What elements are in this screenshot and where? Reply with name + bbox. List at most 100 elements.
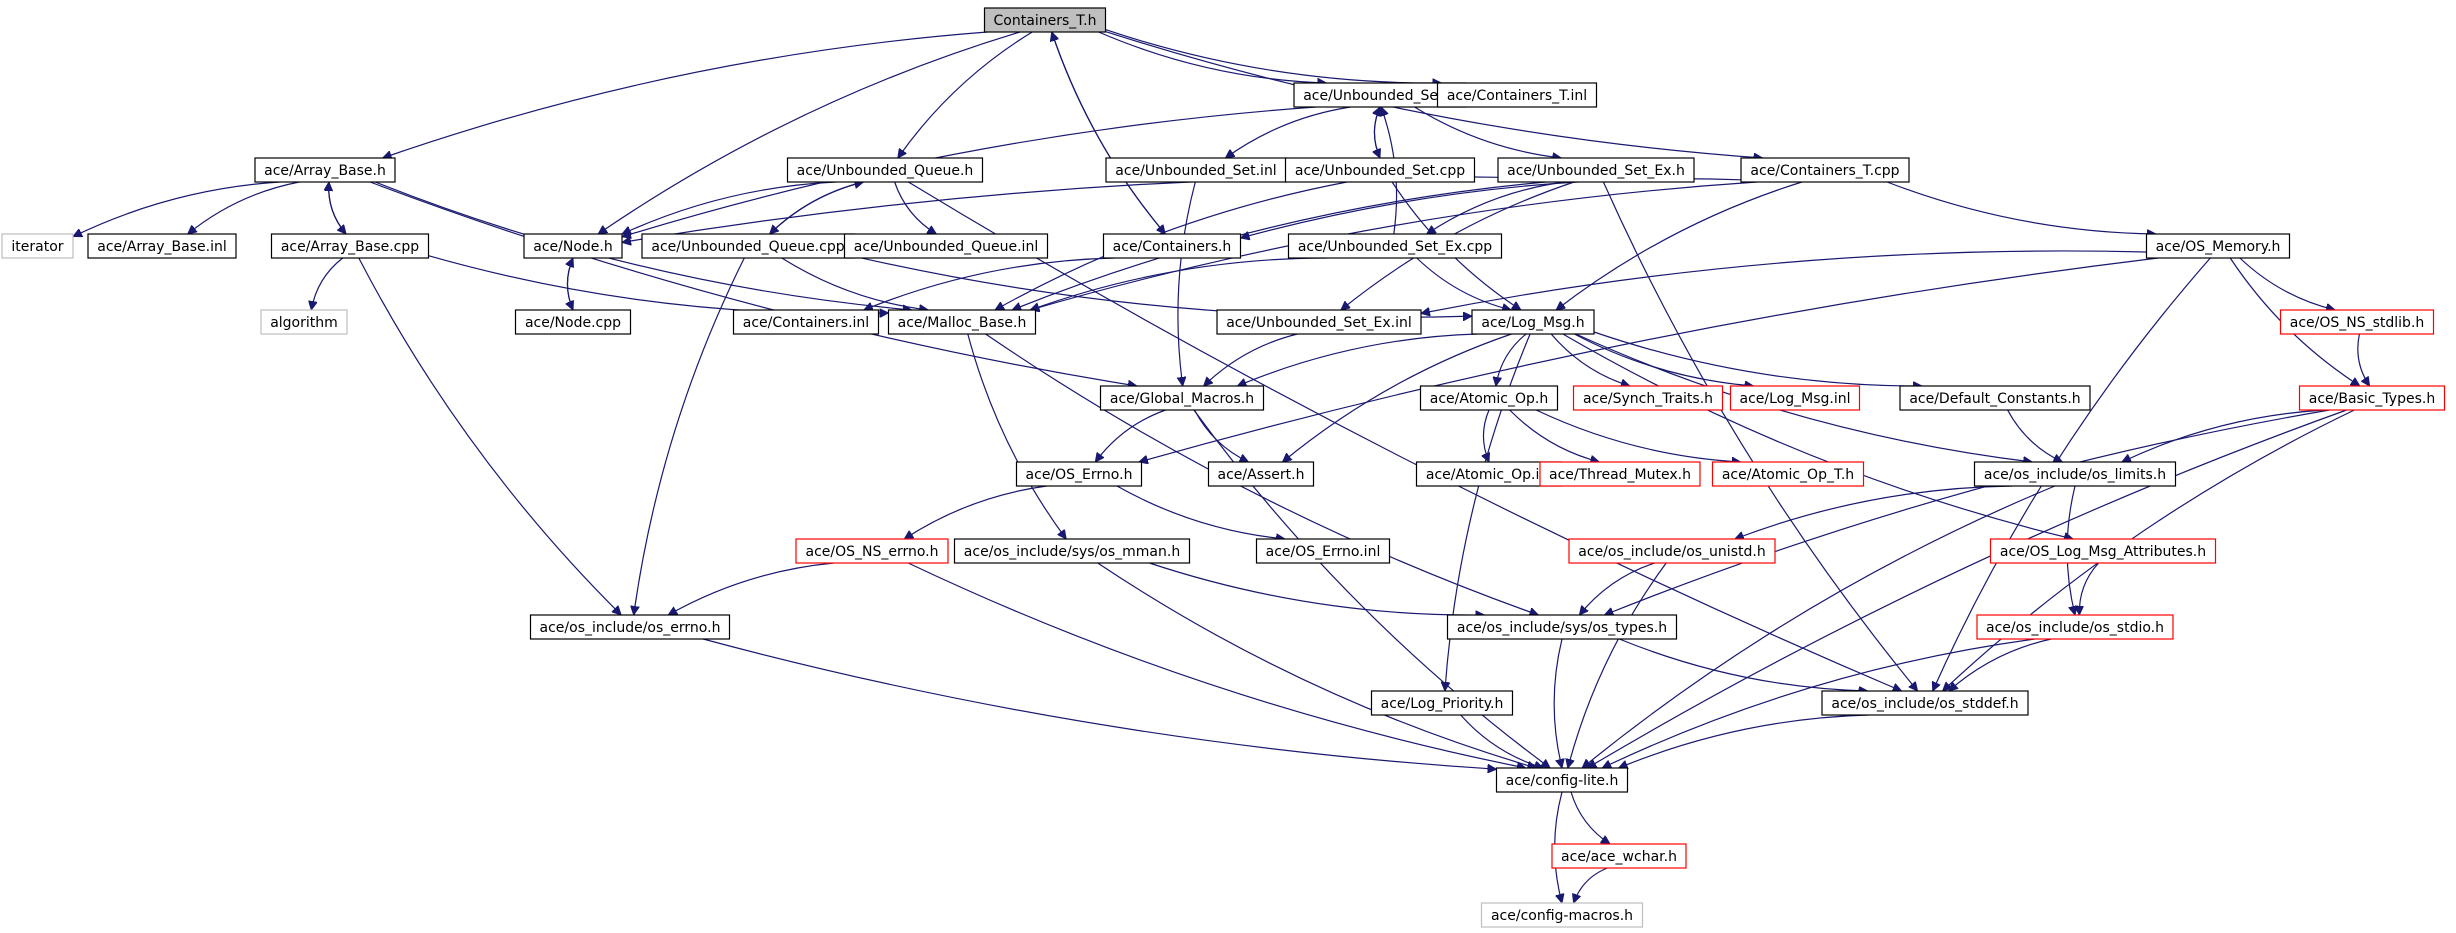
node-containers_inl[interactable]: ace/Containers.inl bbox=[732, 309, 880, 335]
node-os_include_os_stdio_h[interactable]: ace/os_include/os_stdio.h bbox=[1976, 614, 2174, 640]
node-label: ace/OS_Errno.h bbox=[1026, 467, 1133, 483]
node-atomic_op_inl[interactable]: ace/Atomic_Op.inl bbox=[1415, 461, 1563, 487]
node-iterator: iterator bbox=[1, 233, 74, 259]
node-os_log_msg_attributes_h[interactable]: ace/OS_Log_Msg_Attributes.h bbox=[1989, 538, 2217, 564]
node-os_include_os_stddef_h[interactable]: ace/os_include/os_stddef.h bbox=[1821, 690, 2029, 716]
node-box bbox=[1102, 233, 1242, 259]
node-label: ace/OS_Memory.h bbox=[2156, 239, 2281, 255]
node-atomic_op_h[interactable]: ace/Atomic_Op.h bbox=[1419, 385, 1559, 411]
node-box bbox=[1572, 385, 1724, 411]
node-thread_mutex_h[interactable]: ace/Thread_Mutex.h bbox=[1539, 461, 1701, 487]
node-containers_t_h[interactable]: Containers_T.h bbox=[983, 7, 1107, 33]
node-os_errno_inl[interactable]: ace/OS_Errno.inl bbox=[1255, 538, 1391, 564]
node-unbounded_set_inl[interactable]: ace/Unbounded_Set.inl bbox=[1105, 157, 1287, 183]
node-label: ace/os_include/sys/os_types.h bbox=[1457, 620, 1667, 636]
node-containers_t_inl[interactable]: ace/Containers_T.inl bbox=[1436, 82, 1598, 108]
node-log_priority_h[interactable]: ace/Log_Priority.h bbox=[1370, 690, 1514, 716]
node-box bbox=[732, 309, 880, 335]
node-os_ns_errno_h[interactable]: ace/OS_NS_errno.h bbox=[795, 538, 949, 564]
node-basic_types_h[interactable]: ace/Basic_Types.h bbox=[2298, 385, 2446, 411]
edge-os_include_sys_os_types_h-to-os_include_os_stddef_h bbox=[1619, 638, 1867, 691]
node-array_base_inl[interactable]: ace/Array_Base.inl bbox=[87, 233, 237, 259]
edge-containers_t_h-to-containers_h bbox=[1051, 31, 1166, 234]
node-label: ace/Unbounded_Queue.cpp bbox=[651, 239, 844, 255]
node-box bbox=[1989, 538, 2217, 564]
node-box bbox=[843, 233, 1049, 259]
node-box bbox=[1207, 461, 1315, 487]
edge-default_constants_h-to-os_include_os_limits_h bbox=[2007, 409, 2063, 462]
node-global_macros_h[interactable]: ace/Global_Macros.h bbox=[1099, 385, 1265, 411]
edge-unbounded_set_ex_h-to-node_h bbox=[622, 176, 1499, 243]
edge-os_include_os_limits_h-to-os_include_os_unistd_h bbox=[1735, 485, 2013, 539]
edge-log_msg_h-to-atomic_op_h bbox=[1496, 333, 1527, 386]
node-assert_h[interactable]: ace/Assert.h bbox=[1207, 461, 1315, 487]
node-os_errno_h[interactable]: ace/OS_Errno.h bbox=[1015, 461, 1143, 487]
node-os_ns_stdlib_h[interactable]: ace/OS_NS_stdlib.h bbox=[2279, 309, 2435, 335]
edge-containers_t_cpp-to-log_msg_h bbox=[1556, 181, 1803, 310]
node-log_msg_h[interactable]: ace/Log_Msg.h bbox=[1471, 309, 1595, 335]
node-label: ace/Containers.inl bbox=[743, 315, 869, 331]
node-label: ace/Assert.h bbox=[1218, 467, 1305, 483]
node-label: ace/Basic_Types.h bbox=[2309, 391, 2435, 407]
node-label: ace/Unbounded_Set.inl bbox=[1115, 163, 1276, 179]
edge-basic_types_h-to-config_lite_h bbox=[1587, 409, 2347, 769]
edge-log_priority_h-to-config_lite_h bbox=[1460, 714, 1544, 768]
node-os_include_os_unistd_h[interactable]: ace/os_include/os_unistd.h bbox=[1568, 538, 1776, 564]
edge-log_msg_h-to-synch_traits_h bbox=[1550, 333, 1630, 386]
edge-unbounded_set_h-to-node_h bbox=[622, 106, 1316, 237]
node-synch_traits_h[interactable]: ace/Synch_Traits.h bbox=[1572, 385, 1724, 411]
node-label: ace/Node.cpp bbox=[525, 315, 621, 331]
node-box bbox=[1740, 157, 1910, 183]
node-box bbox=[254, 157, 396, 183]
node-box bbox=[1287, 233, 1503, 259]
edge-containers_h-to-containers_t_h bbox=[1052, 32, 1166, 235]
node-unbounded_set_cpp[interactable]: ace/Unbounded_Set.cpp bbox=[1284, 157, 1476, 183]
node-box bbox=[1255, 538, 1391, 564]
node-log_msg_inl[interactable]: ace/Log_Msg.inl bbox=[1729, 385, 1861, 411]
node-unbounded_set_ex_inl[interactable]: ace/Unbounded_Set_Ex.inl bbox=[1216, 309, 1422, 335]
node-label: ace/Node.h bbox=[533, 239, 612, 255]
node-os_memory_h[interactable]: ace/OS_Memory.h bbox=[2145, 233, 2291, 259]
node-label: ace/os_include/os_stddef.h bbox=[1831, 696, 2018, 712]
node-os_include_os_errno_h[interactable]: ace/os_include/os_errno.h bbox=[529, 614, 731, 640]
node-ace_wchar_h[interactable]: ace/ace_wchar.h bbox=[1551, 843, 1687, 869]
edge-unbounded_queue_cpp-to-os_include_os_errno_h bbox=[634, 257, 745, 615]
node-os_include_sys_os_mman_h[interactable]: ace/os_include/sys/os_mman.h bbox=[953, 538, 1191, 564]
node-unbounded_queue_inl[interactable]: ace/Unbounded_Queue.inl bbox=[843, 233, 1049, 259]
edge-os_errno_h-to-os_errno_inl bbox=[1116, 485, 1285, 539]
node-label: ace/Containers.h bbox=[1113, 239, 1232, 255]
node-box bbox=[523, 233, 623, 259]
node-array_base_cpp[interactable]: ace/Array_Base.cpp bbox=[270, 233, 430, 259]
node-box bbox=[953, 538, 1191, 564]
edge-log_msg_h-to-log_msg_inl bbox=[1574, 333, 1753, 386]
node-box bbox=[1436, 82, 1598, 108]
node-default_constants_h[interactable]: ace/Default_Constants.h bbox=[1899, 385, 2091, 411]
node-containers_t_cpp[interactable]: ace/Containers_T.cpp bbox=[1740, 157, 1910, 183]
edge-array_base_cpp-to-array_base_h bbox=[329, 182, 347, 235]
node-atomic_op_t_h[interactable]: ace/Atomic_Op_T.h bbox=[1711, 461, 1865, 487]
node-unbounded_queue_h[interactable]: ace/Unbounded_Queue.h bbox=[786, 157, 984, 183]
node-node_cpp[interactable]: ace/Node.cpp bbox=[514, 309, 632, 335]
node-unbounded_set_ex_h[interactable]: ace/Unbounded_Set_Ex.h bbox=[1497, 157, 1695, 183]
node-malloc_base_h[interactable]: ace/Malloc_Base.h bbox=[887, 309, 1037, 335]
node-label: ace/Array_Base.inl bbox=[97, 239, 227, 255]
edge-os_errno_h-to-os_ns_errno_h bbox=[904, 485, 1047, 539]
node-config_lite_h[interactable]: ace/config-lite.h bbox=[1495, 767, 1629, 793]
node-node_h[interactable]: ace/Node.h bbox=[523, 233, 623, 259]
node-os_include_os_limits_h[interactable]: ace/os_include/os_limits.h bbox=[1973, 461, 2177, 487]
node-box bbox=[2145, 233, 2291, 259]
edges bbox=[73, 29, 2370, 903]
node-unbounded_queue_cpp[interactable]: ace/Unbounded_Queue.cpp bbox=[641, 233, 855, 259]
node-array_base_h[interactable]: ace/Array_Base.h bbox=[254, 157, 396, 183]
node-label: ace/OS_Errno.inl bbox=[1266, 544, 1381, 560]
edge-unbounded_queue_h-to-node_h bbox=[622, 181, 836, 234]
node-box bbox=[1539, 461, 1701, 487]
edge-os_ns_stdlib_h-to-basic_types_h bbox=[2357, 333, 2370, 386]
edge-unbounded_set_ex_inl-to-global_macros_h bbox=[1204, 333, 1298, 386]
node-os_include_sys_os_types_h[interactable]: ace/os_include/sys/os_types.h bbox=[1446, 614, 1678, 640]
edge-log_msg_h-to-os_include_os_limits_h bbox=[1575, 333, 2032, 462]
edge-os_include_os_limits_h-to-config_lite_h bbox=[1582, 485, 2056, 768]
node-unbounded_set_ex_cpp[interactable]: ace/Unbounded_Set_Ex.cpp bbox=[1287, 233, 1503, 259]
node-containers_h[interactable]: ace/Containers.h bbox=[1102, 233, 1242, 259]
